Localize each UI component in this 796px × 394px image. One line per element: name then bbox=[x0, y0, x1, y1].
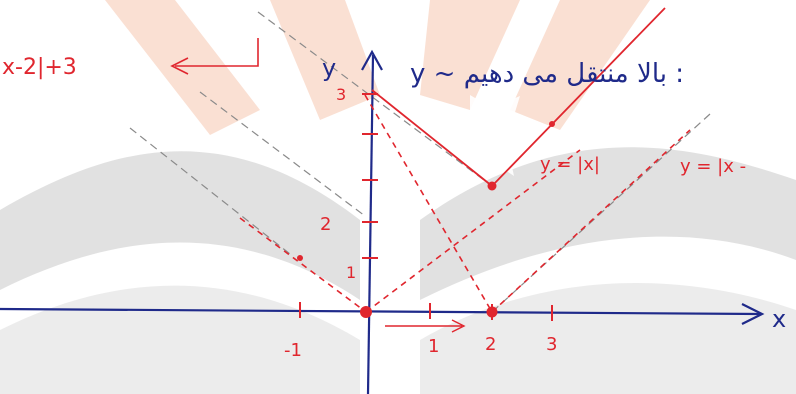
shift-arrow bbox=[385, 319, 466, 333]
graph-final bbox=[371, 7, 666, 187]
x-tick-label-3: 3 bbox=[546, 334, 557, 355]
y-tick-label-3: 3 bbox=[336, 85, 346, 104]
graph-abs-x-minus-2 bbox=[364, 94, 691, 313]
label-shifted: y = |x - bbox=[680, 156, 746, 177]
label-abs-x: y = |x| bbox=[540, 154, 600, 175]
x-tick-label-1: 1 bbox=[428, 336, 439, 357]
point-neg1-1 bbox=[297, 255, 303, 261]
guide-lines bbox=[129, 11, 711, 313]
axis-ticks bbox=[299, 93, 553, 321]
x-tick-label-neg1: -1 bbox=[284, 340, 302, 361]
x-tick-label-2: 2 bbox=[485, 334, 496, 355]
graph-abs-x bbox=[239, 149, 581, 313]
y-axis bbox=[361, 49, 383, 394]
x-axis-label: x bbox=[772, 305, 786, 333]
origin-point bbox=[360, 306, 372, 318]
y-tick-label-1: 1 bbox=[346, 263, 356, 282]
key-points bbox=[297, 121, 555, 318]
y-axis-label: y bbox=[322, 54, 336, 82]
top-left-formula: x-2|+3 bbox=[2, 55, 77, 80]
vertex-shifted-point bbox=[486, 306, 498, 318]
y-tick-label-2: 2 bbox=[320, 214, 331, 235]
point-3-2 bbox=[549, 121, 555, 127]
top-right-note: y ~ بالا منتقل می دهیم : bbox=[410, 59, 684, 89]
x-axis bbox=[0, 303, 765, 325]
vertex-final-point bbox=[487, 181, 497, 191]
formula-arrow bbox=[170, 38, 259, 75]
